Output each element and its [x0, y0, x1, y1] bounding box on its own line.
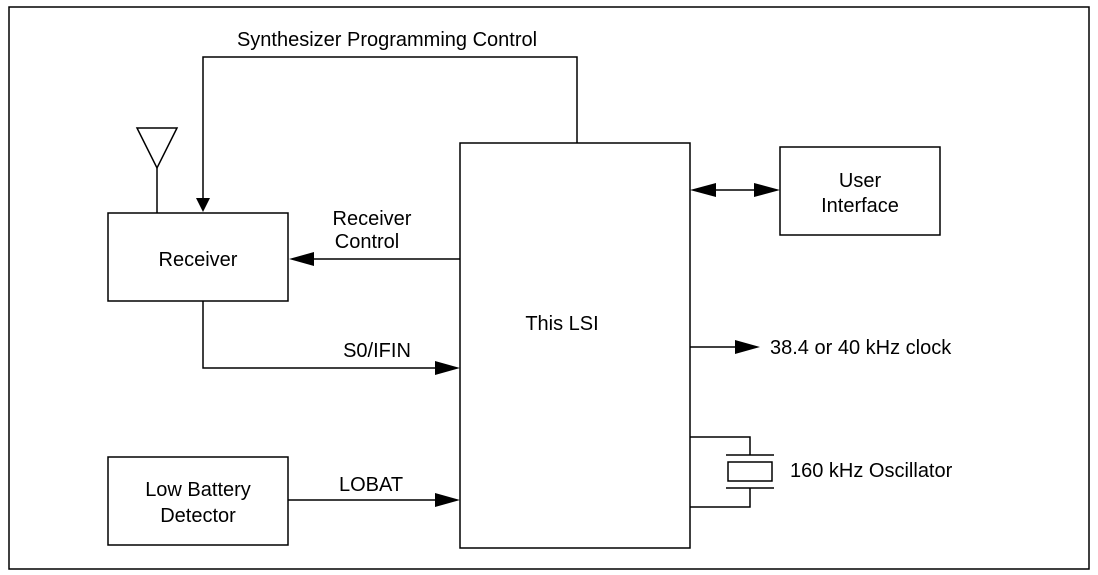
receiver-block [107, 212, 289, 302]
s0-ifin-label: S0/IFIN [343, 340, 411, 362]
lsi-label: This LSI [525, 313, 598, 335]
synth-control-line [202, 56, 578, 200]
s0-ifin-arrowhead [435, 361, 460, 375]
receiver-control-arrowhead [289, 252, 314, 266]
clock-out-arrowhead [735, 340, 760, 354]
receiver-control-label-line1: Receiver [333, 208, 412, 230]
lsi-block [459, 142, 691, 549]
crystal-lead-top [690, 436, 751, 455]
clock-out-label: 38.4 or 40 kHz clock [770, 337, 952, 359]
antenna-icon [135, 127, 179, 170]
receiver-label: Receiver [159, 249, 238, 271]
synth-control-label: Synthesizer Programming Control [237, 29, 537, 51]
low-battery-label-line2: Detector [160, 505, 236, 527]
lobat-label: LOBAT [339, 474, 403, 496]
user-interface-label-line2: Interface [821, 195, 899, 217]
user-interface-label-line1: User [839, 170, 882, 192]
crystal-icon [727, 461, 773, 482]
user-interface-arrowhead-right [754, 183, 780, 197]
crystal-lead-bottom [690, 488, 751, 508]
receiver-control-label-line2: Control [335, 231, 399, 253]
low-battery-block [107, 456, 289, 546]
user-interface-block [779, 146, 941, 236]
outer-frame [8, 6, 1090, 570]
low-battery-label-line1: Low Battery [145, 479, 251, 501]
s0-ifin-line [202, 301, 446, 369]
oscillator-label: 160 kHz Oscillator [790, 460, 953, 482]
synth-control-arrowhead [196, 198, 210, 212]
user-interface-arrowhead-left [690, 183, 716, 197]
lobat-arrowhead [435, 493, 460, 507]
